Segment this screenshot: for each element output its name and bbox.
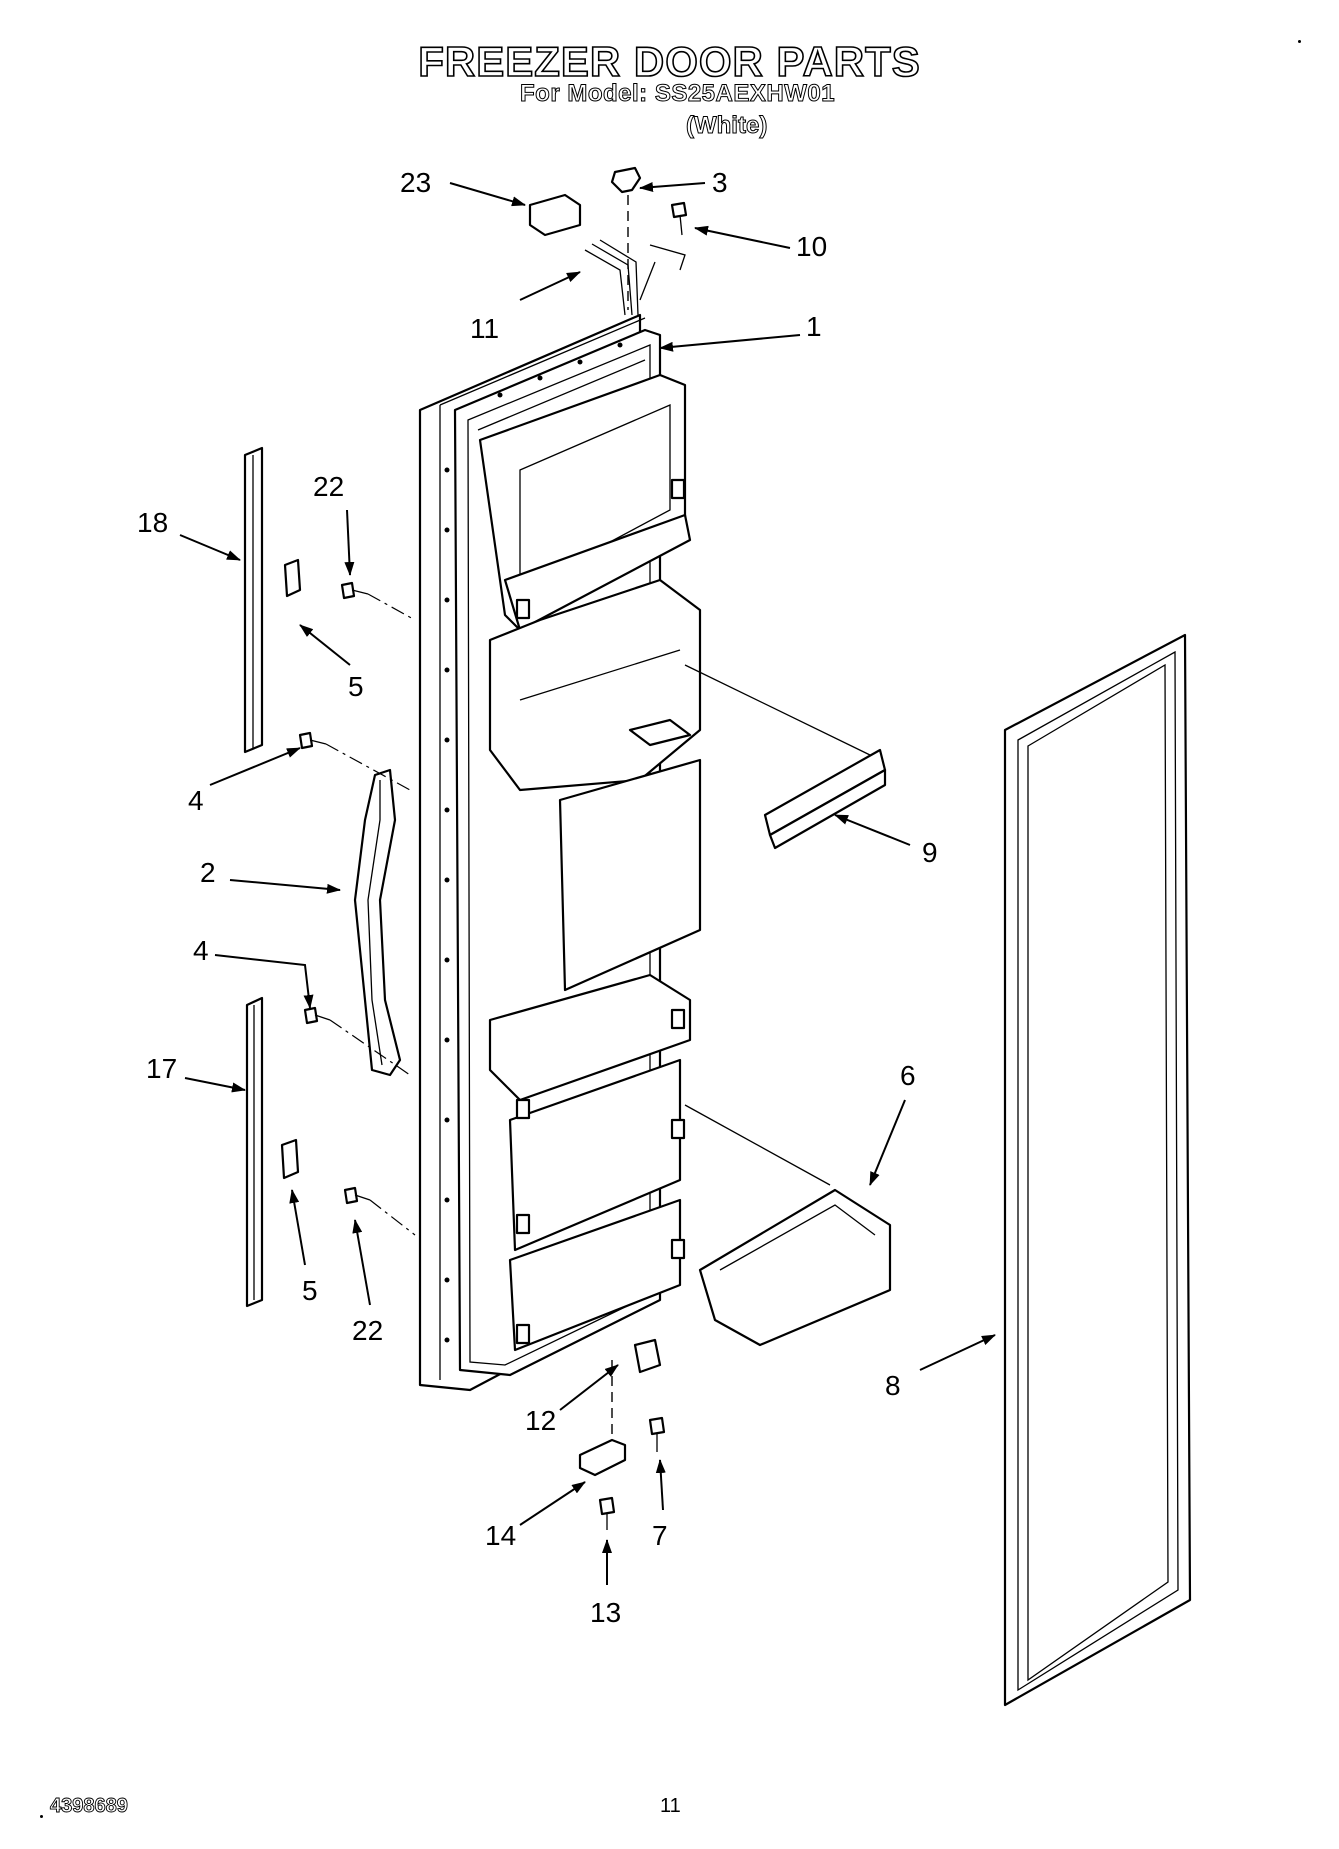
callout-10: 10: [796, 231, 827, 262]
screw-4-upper: [298, 731, 411, 791]
connector-23: [528, 193, 582, 237]
document-number: 4398689: [50, 1795, 129, 1818]
page-title: FREEZER DOOR PARTS: [417, 37, 921, 86]
page-number: 11: [660, 1795, 681, 1817]
wire-harness: [584, 239, 686, 316]
callout-8: 8: [885, 1370, 901, 1401]
screw-10: [670, 201, 688, 236]
callout-17: 17: [146, 1053, 177, 1084]
screw-22-lower: [343, 1186, 416, 1236]
screw-7: [648, 1416, 666, 1452]
callout-3: 3: [712, 167, 728, 198]
callout-2: 2: [200, 857, 216, 888]
callout-4-upper: 4: [188, 785, 204, 816]
callout-7: 7: [652, 1520, 668, 1551]
side-trim-upper: [243, 446, 264, 754]
trim-rail: [684, 664, 887, 850]
leader-arrows: [179, 182, 996, 1585]
screw-22-upper: [340, 581, 416, 621]
screw-13: [598, 1496, 616, 1530]
callout-9: 9: [922, 837, 938, 868]
callout-18: 18: [137, 507, 168, 538]
callout-12: 12: [525, 1405, 556, 1436]
door-gasket: [1003, 633, 1192, 1707]
callout-labels: 23 3 10 11 1 22 18 5 4 2 9 4 17 6 5 22 8…: [137, 167, 938, 1628]
callout-22-lower: 22: [352, 1315, 383, 1346]
door-panel: [418, 313, 702, 1392]
callout-6: 6: [900, 1060, 916, 1091]
callout-22-upper: 22: [313, 471, 344, 502]
callout-13: 13: [590, 1597, 621, 1628]
color-note: (White): [685, 112, 768, 140]
corner-mark: [40, 1815, 43, 1818]
clip-5-lower: [280, 1138, 300, 1180]
hinge-12: [611, 1338, 662, 1445]
hinge-14: [578, 1438, 627, 1477]
corner-mark: [1298, 40, 1301, 43]
screw-4-lower: [303, 1006, 411, 1076]
plug-3: [610, 166, 642, 310]
clip-5-upper: [283, 558, 302, 598]
callout-4-lower: 4: [193, 935, 209, 966]
side-trim-lower: [245, 996, 264, 1308]
callout-14: 14: [485, 1520, 516, 1551]
callout-11: 11: [470, 313, 499, 344]
callout-1: 1: [806, 311, 822, 342]
callout-23: 23: [400, 167, 431, 198]
callout-5-lower: 5: [302, 1275, 318, 1306]
callout-5-upper: 5: [348, 671, 364, 702]
model-line: For Model: SS25AEXHW01: [519, 80, 836, 108]
handle: [353, 768, 402, 1077]
bottom-shelf: [684, 1104, 892, 1347]
